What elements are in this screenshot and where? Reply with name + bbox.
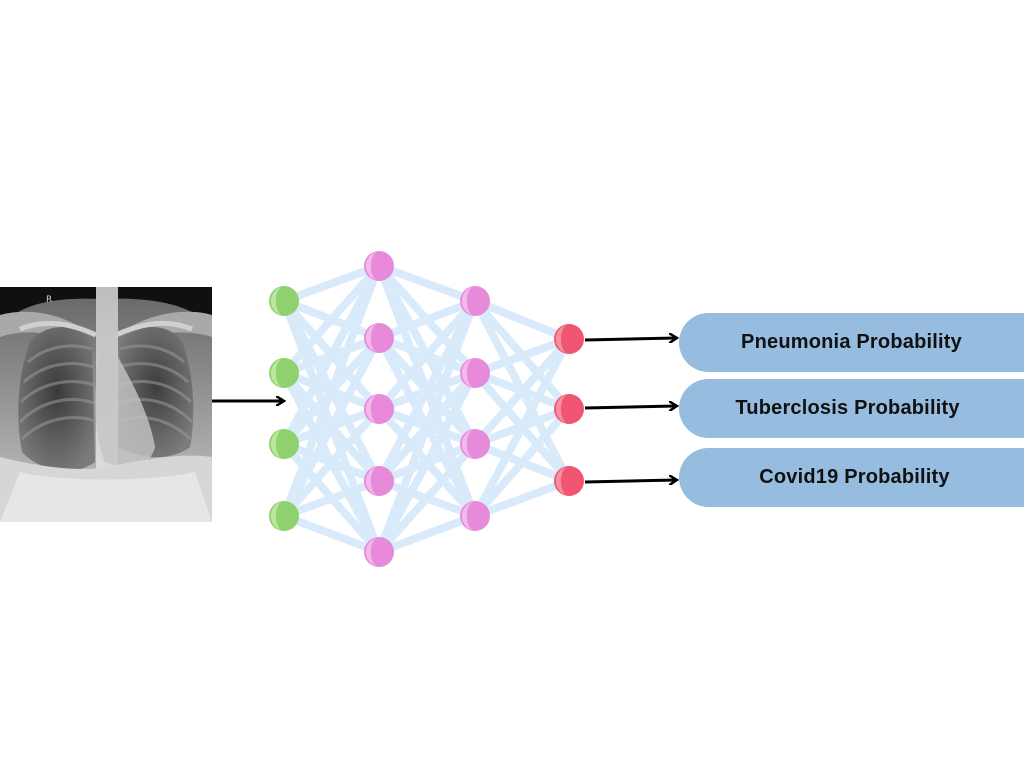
connection-input-3-to-hidden-1-2 bbox=[280, 405, 383, 520]
output-node-2 bbox=[554, 394, 584, 424]
xray-side-marker: R bbox=[46, 295, 53, 305]
output-arrow-covid19 bbox=[584, 480, 676, 482]
flow-arrows bbox=[212, 338, 676, 482]
connection-hidden-2-3-to-output-0 bbox=[471, 335, 573, 520]
connection-hidden-1-0-to-hidden-2-0 bbox=[375, 262, 479, 305]
network-connections bbox=[280, 262, 573, 556]
connection-input-3-to-hidden-1-3 bbox=[280, 477, 383, 520]
hidden-2-node-4 bbox=[460, 501, 490, 531]
output-label-tuberclosis: Tuberclosis Probability bbox=[735, 397, 960, 419]
connection-hidden-1-3-to-hidden-2-0 bbox=[375, 297, 479, 485]
connection-input-1-to-hidden-1-0 bbox=[280, 262, 383, 377]
connection-hidden-2-3-to-output-2 bbox=[471, 477, 573, 520]
input-node-1 bbox=[269, 286, 299, 316]
output-node-1 bbox=[554, 324, 584, 354]
hidden-1-node-2 bbox=[364, 323, 394, 353]
connection-input-2-to-hidden-1-0 bbox=[280, 262, 383, 448]
xray-drawing bbox=[0, 287, 212, 522]
hidden-2-node-3 bbox=[460, 429, 490, 459]
connection-hidden-1-4-to-hidden-2-0 bbox=[375, 297, 479, 556]
chest-xray-image: R bbox=[0, 287, 212, 522]
connection-hidden-2-2-to-output-0 bbox=[471, 335, 573, 448]
connection-hidden-2-0-to-output-0 bbox=[471, 297, 573, 343]
connection-hidden-1-2-to-hidden-2-0 bbox=[375, 297, 479, 413]
output-pneumonia-pill: Pneumonia Probability bbox=[679, 313, 1024, 372]
connection-hidden-1-1-to-hidden-2-0 bbox=[375, 297, 479, 342]
connection-hidden-1-4-to-hidden-2-2 bbox=[375, 440, 479, 556]
output-label-covid19: Covid19 Probability bbox=[759, 466, 950, 488]
hidden-1-node-5 bbox=[364, 537, 394, 567]
hidden-1-node-3 bbox=[364, 394, 394, 424]
connection-input-0-to-hidden-1-0 bbox=[280, 262, 383, 305]
hidden-1-node-1 bbox=[364, 251, 394, 281]
hidden-2-node-1 bbox=[460, 286, 490, 316]
output-tuberclosis-pill: Tuberclosis Probability bbox=[679, 379, 1024, 438]
output-node-3 bbox=[554, 466, 584, 496]
connection-input-3-to-hidden-1-0 bbox=[280, 262, 383, 520]
connection-hidden-2-1-to-output-0 bbox=[471, 335, 573, 377]
output-arrow-pneumonia bbox=[584, 338, 676, 340]
input-node-2 bbox=[269, 358, 299, 388]
output-label-pneumonia: Pneumonia Probability bbox=[741, 331, 962, 353]
connection-hidden-1-4-to-hidden-2-1 bbox=[375, 369, 479, 556]
hidden-1-node-4 bbox=[364, 466, 394, 496]
input-node-4 bbox=[269, 501, 299, 531]
network-nodes bbox=[269, 251, 584, 567]
output-arrow-tuberclosis bbox=[584, 406, 676, 408]
connection-hidden-1-4-to-hidden-2-3 bbox=[375, 512, 479, 556]
connection-hidden-2-3-to-output-1 bbox=[471, 405, 573, 520]
connection-input-3-to-hidden-1-4 bbox=[280, 512, 383, 556]
connection-input-3-to-hidden-1-1 bbox=[280, 334, 383, 520]
output-covid19-pill: Covid19 Probability bbox=[679, 448, 1024, 507]
input-node-3 bbox=[269, 429, 299, 459]
hidden-2-node-2 bbox=[460, 358, 490, 388]
